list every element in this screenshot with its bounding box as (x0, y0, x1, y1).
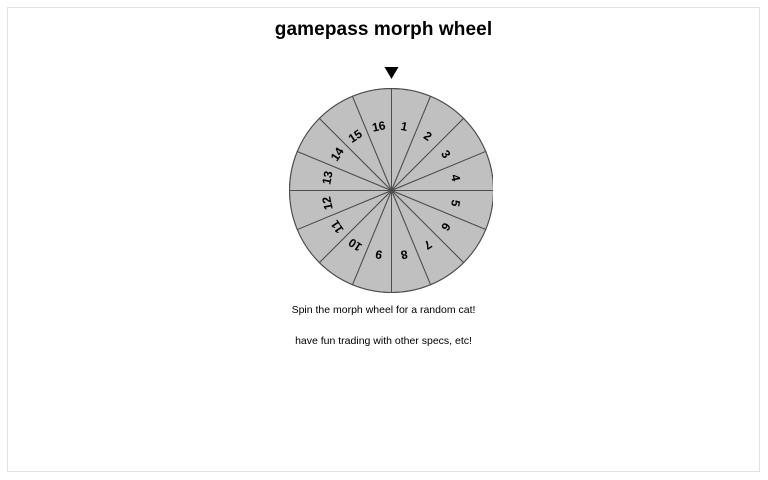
wheel-segment-label: 13 (319, 170, 335, 186)
wheel-segment-label: 1 (400, 119, 410, 134)
wheel-segment-label: 16 (371, 118, 387, 134)
wheel-segment-label: 9 (374, 247, 384, 262)
wheel-segments[interactable] (288, 87, 494, 294)
wheel-pointer (384, 67, 399, 79)
page-title: gamepass morph wheel (274, 19, 493, 40)
wheel-rim (289, 88, 493, 293)
caption-line-1: Spin the morph wheel for a random cat! (291, 304, 476, 316)
wheel-segment-label: 8 (399, 247, 409, 262)
caption-line-2: have fun trading with other specs, etc! (295, 335, 472, 347)
wheel-segment-label: 4 (448, 173, 463, 183)
wheel-segment-label: 5 (448, 199, 463, 209)
wheel-segment-label: 12 (319, 195, 335, 211)
